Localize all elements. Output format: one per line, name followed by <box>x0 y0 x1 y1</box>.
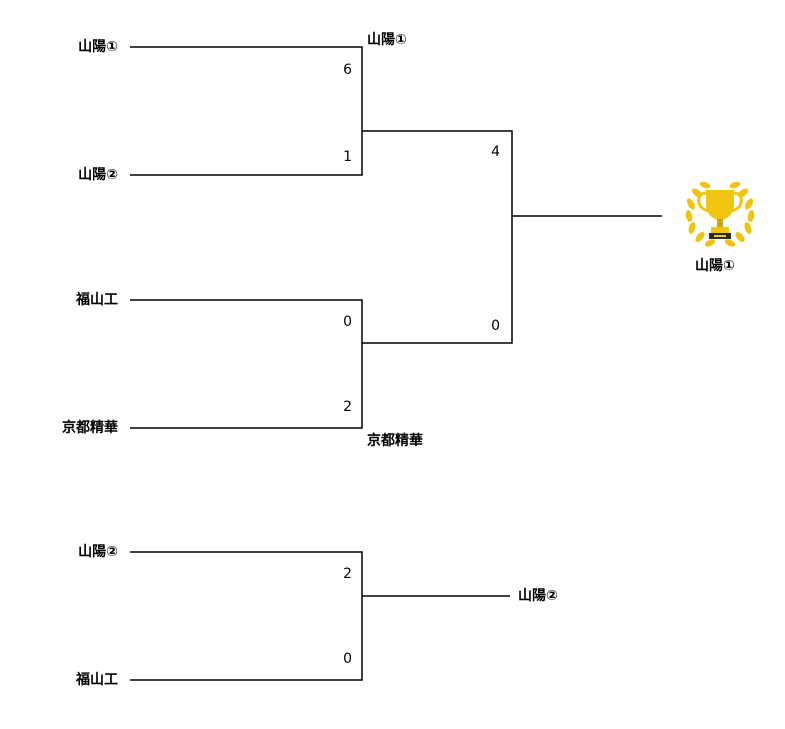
third-place-bottom-line <box>130 596 363 681</box>
semifinal-1-winner: 山陽① <box>367 32 407 48</box>
third-place-score-b: 0 <box>343 651 352 667</box>
semifinal-2-team-b: 京都精華 <box>62 420 118 436</box>
semifinal-2-winner: 京都精華 <box>367 433 423 449</box>
semifinal-1-top-line <box>130 46 363 131</box>
semifinal-2-top-line <box>130 299 363 343</box>
third-place-winner: 山陽② <box>518 588 558 604</box>
semifinal-2-score-a: 0 <box>343 314 352 330</box>
final-top-line <box>362 130 513 216</box>
champion-label: 山陽① <box>695 258 735 274</box>
semifinal-1-score-a: 6 <box>343 62 352 78</box>
semifinal-1-score-b: 1 <box>343 149 352 165</box>
third-place-team-b: 福山工 <box>76 672 118 688</box>
semifinal-1-bottom-line <box>130 131 363 176</box>
semifinal-2-bottom-line <box>130 343 363 429</box>
semifinal-1-team-a: 山陽① <box>78 39 118 55</box>
semifinal-1-team-b: 山陽② <box>78 167 118 183</box>
final-bottom-line <box>362 216 513 344</box>
third-place-score-a: 2 <box>343 566 352 582</box>
third-place-top-line <box>130 551 363 596</box>
third-place-team-a: 山陽② <box>78 544 118 560</box>
semifinal-2-team-a: 福山工 <box>76 292 118 308</box>
final-score-bottom: 0 <box>491 318 500 334</box>
final-score-top: 4 <box>491 144 500 160</box>
semifinal-2-score-b: 2 <box>343 399 352 415</box>
trophy-icon <box>685 181 755 247</box>
